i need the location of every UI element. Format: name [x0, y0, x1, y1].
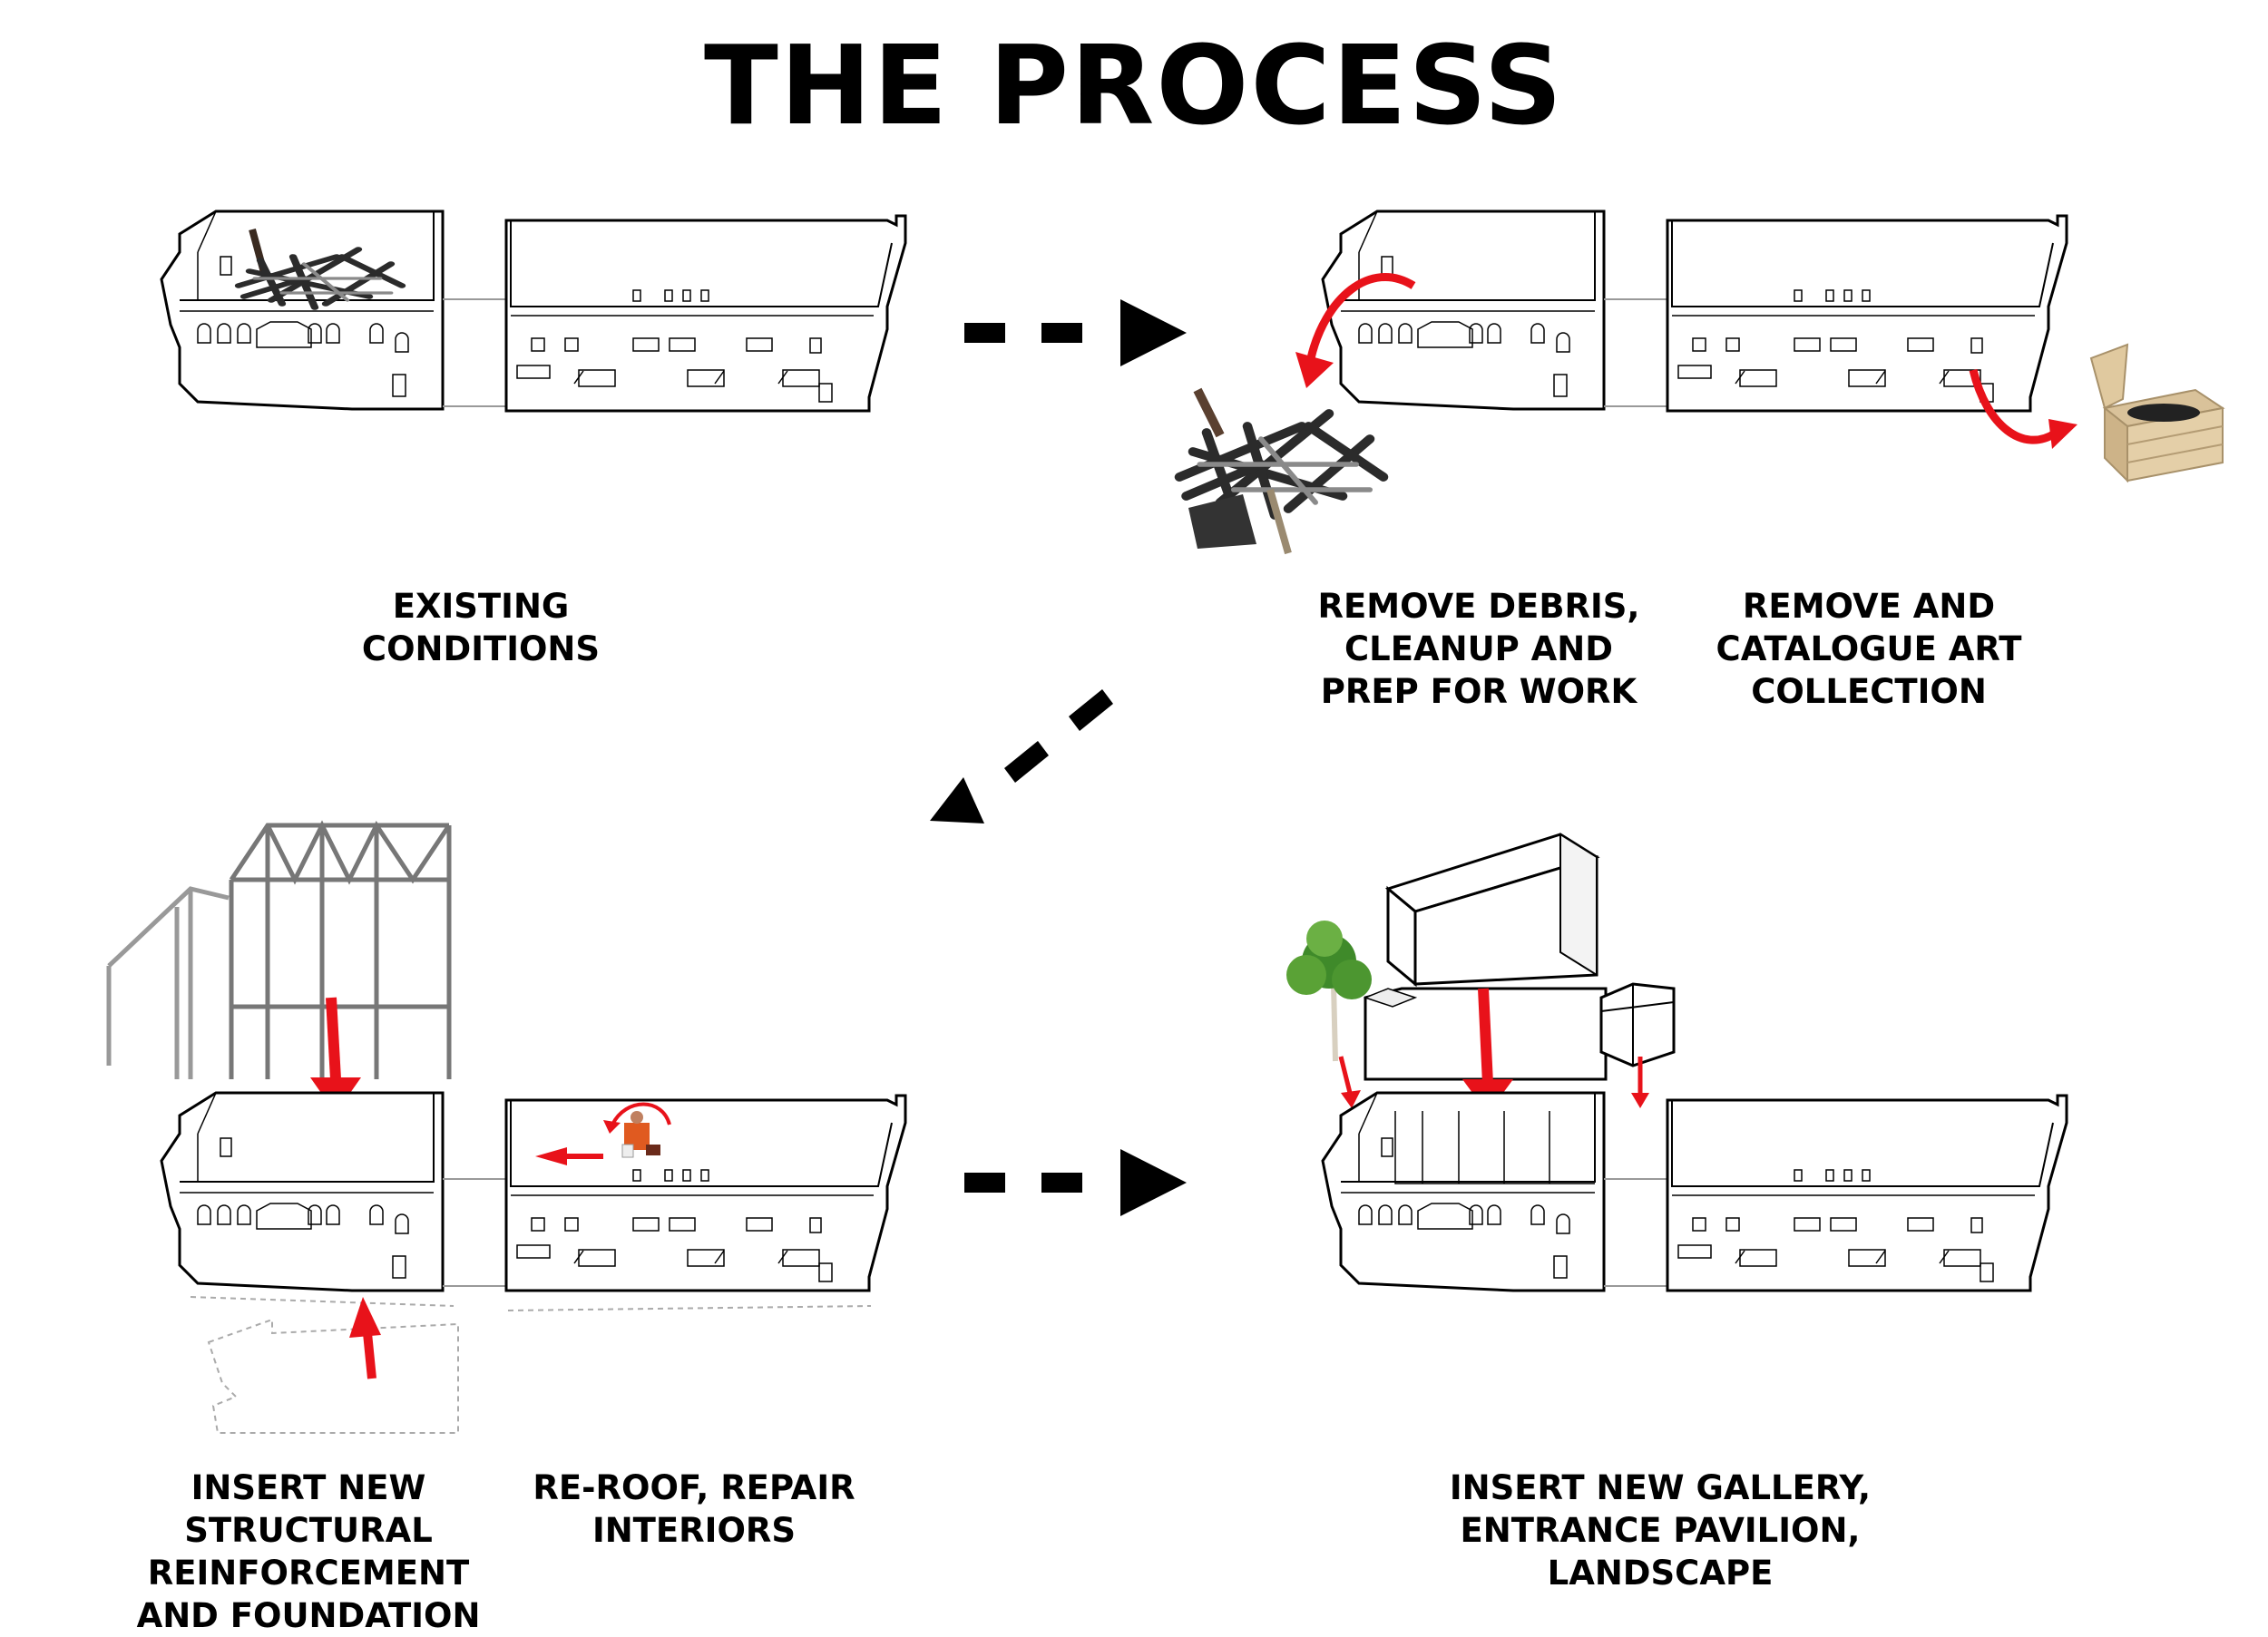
steel-frame-icon: [231, 825, 449, 1079]
existing-conditions-illustration: [160, 209, 907, 413]
art-crate-icon: [2089, 343, 2225, 483]
structural-illustration: [106, 825, 907, 1434]
arrow-reroof-icon: [535, 1102, 671, 1165]
caption-gallery: INSERT NEW GALLERY, ENTRANCE PAVILION, L…: [1449, 1468, 1872, 1593]
gallery-illustration: [1286, 833, 2068, 1292]
cleaned-building-right: [1666, 214, 2068, 413]
arrow-debris-out-icon: [1295, 273, 1416, 388]
caption-catalogue-art: REMOVE AND CATALOGUE ART COLLECTION: [1716, 587, 2022, 711]
caption-remove-debris: REMOVE DEBRIS, CLEANUP AND PREP FOR WORK: [1317, 587, 1640, 711]
steel-frame-side-icon: [106, 886, 230, 1079]
entrance-pavilion-icon: [1599, 982, 1676, 1067]
gallery-building-right: [1666, 1094, 2068, 1292]
arrow-pavilion-down-icon: [1631, 1057, 1649, 1108]
reinforced-building-left: [160, 1091, 445, 1292]
caption-reroof: RE-ROOF, REPAIR INTERIORS: [533, 1468, 855, 1550]
damaged-building-left: [160, 209, 445, 411]
flow-arrow-diagonal: [930, 689, 1113, 823]
tree-icon: [1286, 921, 1372, 1062]
caption-existing-conditions: EXISTING CONDITIONS: [361, 587, 601, 668]
arrow-foundation-up-icon: [349, 1297, 381, 1379]
caption-structural: INSERT NEW STRUCTURAL REINFORCEMENT AND …: [136, 1468, 481, 1635]
arrow-art-out-icon: [1969, 368, 2077, 449]
flow-arrow-right-bottom: [964, 1149, 1187, 1216]
page-title: THE PROCESS: [704, 24, 1564, 150]
gallery-box-icon: [1363, 833, 1608, 1081]
gallery-building-left: [1321, 1091, 1606, 1292]
reroof-building-right: [504, 1094, 907, 1292]
debris-pile-icon: [1179, 387, 1383, 555]
roofer-worker-icon: [621, 1111, 660, 1158]
foundation-outline: [190, 1296, 872, 1434]
cleanup-illustration: [1179, 209, 2225, 555]
arrow-tree-down-icon: [1338, 1056, 1361, 1108]
cleaned-building-left: [1321, 209, 1606, 411]
building-right: [504, 214, 907, 413]
flow-arrow-right-top: [964, 299, 1187, 366]
